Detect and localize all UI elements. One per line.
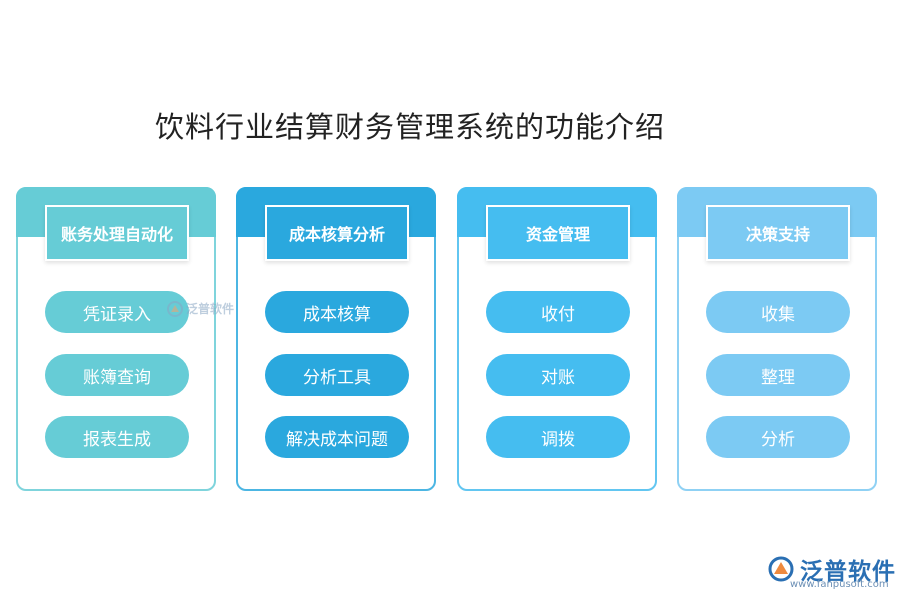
module-card-1: 账务处理自动化 凭证录入 账簿查询 报表生成 <box>16 187 216 491</box>
function-pill: 凭证录入 <box>45 291 189 333</box>
module-header: 账务处理自动化 <box>45 205 189 261</box>
watermark-small: 泛普软件 <box>167 300 234 317</box>
fanpu-logo-icon <box>768 556 794 582</box>
module-card-3: 资金管理 收付 对账 调拨 <box>457 187 657 491</box>
module-header: 成本核算分析 <box>265 205 409 261</box>
module-card-2: 成本核算分析 成本核算 分析工具 解决成本问题 <box>236 187 436 491</box>
module-card-4: 决策支持 收集 整理 分析 <box>677 187 877 491</box>
function-pill: 对账 <box>486 354 630 396</box>
function-pill: 解决成本问题 <box>265 416 409 458</box>
watermark-url: www.fanpusoft.com <box>790 579 889 590</box>
function-pill: 分析工具 <box>265 354 409 396</box>
function-pill: 成本核算 <box>265 291 409 333</box>
function-pill: 收付 <box>486 291 630 333</box>
function-pill: 调拨 <box>486 416 630 458</box>
module-header: 决策支持 <box>706 205 850 261</box>
page-title: 饮料行业结算财务管理系统的功能介绍 <box>155 110 666 144</box>
function-pill: 报表生成 <box>45 416 189 458</box>
function-pill: 收集 <box>706 291 850 333</box>
function-pill: 分析 <box>706 416 850 458</box>
module-header: 资金管理 <box>486 205 630 261</box>
watermark-brand: 泛普软件 <box>186 302 235 316</box>
watermark-brand: 泛普软件 <box>800 559 896 585</box>
watermark-logo: 泛普软件 <box>768 552 896 586</box>
fanpu-logo-icon <box>167 300 183 317</box>
function-pill: 整理 <box>706 354 850 396</box>
function-pill: 账簿查询 <box>45 354 189 396</box>
